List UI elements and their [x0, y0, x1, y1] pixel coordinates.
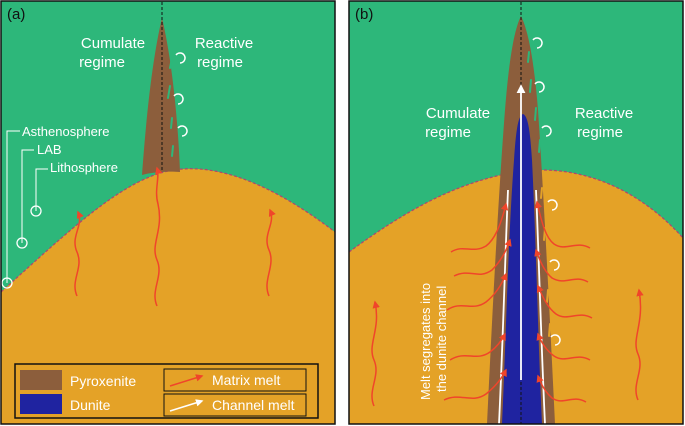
- dunite-channel-b: [502, 114, 542, 424]
- matrix-melt-arrows-a: [74, 166, 276, 307]
- reactive-regime-label-b-line1: Reactive: [575, 105, 633, 122]
- asthenosphere-label: Asthenosphere: [22, 124, 109, 139]
- segregation-label: Melt segregates into the dunite channel: [418, 283, 449, 400]
- reactive-regime-label-a-line1: Reactive: [195, 35, 253, 52]
- cumulate-regime-label-b-line2: regime: [425, 124, 471, 141]
- cumulate-regime-label-a-line2: regime: [79, 54, 125, 71]
- segregation-label-line1: Melt segregates into: [418, 283, 433, 400]
- legend-pyroxenite-label: Pyroxenite: [70, 373, 136, 389]
- panel-b-border: [348, 0, 684, 425]
- legend-matrix-box: [163, 368, 307, 392]
- legend-dunite-swatch: [20, 394, 62, 414]
- cumulate-regime-label-a-line1: Cumulate: [81, 35, 145, 52]
- panel-label-a: (a): [7, 6, 25, 23]
- reaction-circles-b: [532, 37, 561, 346]
- panel-label-b: (b): [355, 6, 373, 23]
- cumulate-regime-label-b-line1: Cumulate: [426, 105, 490, 122]
- asthenosphere-region-a: [1, 168, 335, 424]
- panel-b: (b) Cumulate regime Reactive regime Melt…: [349, 1, 683, 424]
- callout-lines-a: [6, 130, 48, 283]
- legend-matrix-arrow: [169, 374, 204, 387]
- legend-channel-label: Channel melt: [212, 397, 295, 413]
- panel-a: Asthenosphere LAB Lithosphere (a) Cumula…: [1, 1, 335, 424]
- pyroxenite-channel-a: [142, 18, 180, 175]
- callout-circles-a: [1, 205, 42, 289]
- channel-melt-lines-b: [498, 84, 546, 424]
- lab-label: LAB: [37, 142, 62, 157]
- segregation-label-line2: the dunite channel: [434, 286, 449, 392]
- legend-channel-box: [163, 393, 307, 417]
- green-dashes-b: [527, 51, 541, 153]
- legend-matrix-label: Matrix melt: [212, 372, 281, 388]
- green-dashes-a: [167, 57, 174, 157]
- reactive-regime-label-b-line2: regime: [577, 124, 623, 141]
- panel-a-border: [0, 0, 336, 425]
- lithosphere-label: Lithosphere: [50, 160, 118, 175]
- legend: Pyroxenite Dunite Matrix melt Channel me…: [14, 363, 319, 419]
- reactive-regime-label-a-line2: regime: [197, 54, 243, 71]
- reaction-circles-a: [173, 52, 188, 137]
- legend-pyroxenite-swatch: [20, 370, 62, 390]
- legend-dunite-label: Dunite: [70, 397, 111, 413]
- legend-channel-arrow: [169, 399, 204, 412]
- matrix-melt-arrows-b: [371, 200, 644, 407]
